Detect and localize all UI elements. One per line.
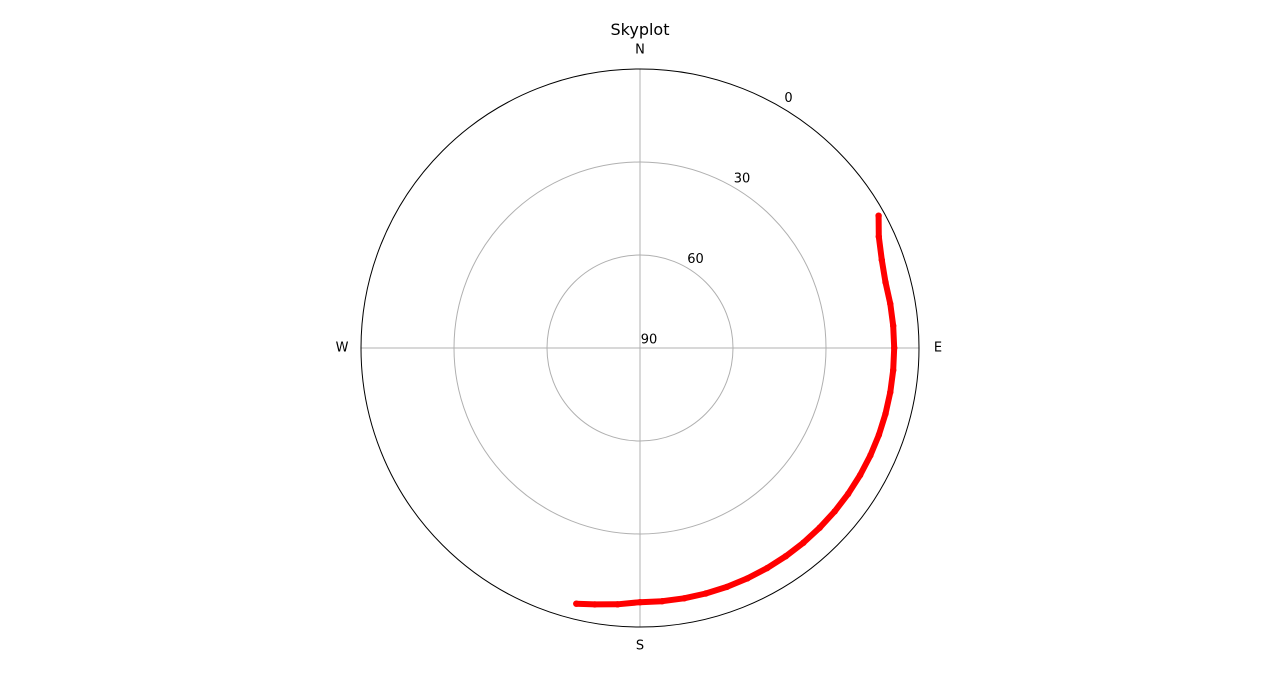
track-point	[782, 553, 789, 560]
chart-title: Skyplot	[611, 20, 670, 39]
track-point	[723, 583, 731, 591]
track-point	[890, 322, 897, 329]
track-point	[856, 471, 864, 479]
track-point	[816, 524, 823, 531]
elevation-tick-label: 60	[687, 252, 704, 267]
track-line	[573, 212, 898, 608]
direction-label: W	[336, 341, 349, 356]
track-point	[882, 410, 889, 417]
direction-label: S	[636, 639, 644, 654]
axis-labels: N E S W 0 30 60 90	[336, 43, 943, 654]
track-point	[702, 590, 709, 597]
track-point	[636, 599, 644, 606]
track-point	[875, 233, 882, 240]
track-point	[878, 256, 885, 264]
track-point	[891, 344, 898, 352]
track-point	[887, 300, 894, 308]
track-point	[887, 388, 894, 396]
track-point	[867, 452, 874, 459]
track-point	[573, 600, 580, 607]
track-point	[614, 601, 621, 608]
direction-label: N	[635, 43, 645, 58]
satellite-track	[573, 212, 898, 608]
elevation-tick-label: 90	[641, 333, 658, 348]
track-point	[875, 431, 883, 439]
track-point	[800, 539, 807, 546]
polar-grid	[361, 69, 919, 627]
track-point	[875, 212, 882, 219]
elevation-tick-label: 0	[784, 91, 792, 106]
polar-frame	[360, 68, 920, 628]
track-point	[890, 367, 897, 374]
track-point	[680, 595, 688, 602]
track-point	[659, 598, 666, 605]
track-point	[831, 508, 838, 515]
track-point	[882, 279, 889, 286]
track-point	[845, 490, 852, 497]
track-point	[591, 601, 598, 608]
elevation-tick-label: 30	[734, 171, 751, 186]
track-point	[744, 575, 751, 582]
track-point	[763, 564, 771, 572]
direction-label: E	[934, 341, 942, 356]
